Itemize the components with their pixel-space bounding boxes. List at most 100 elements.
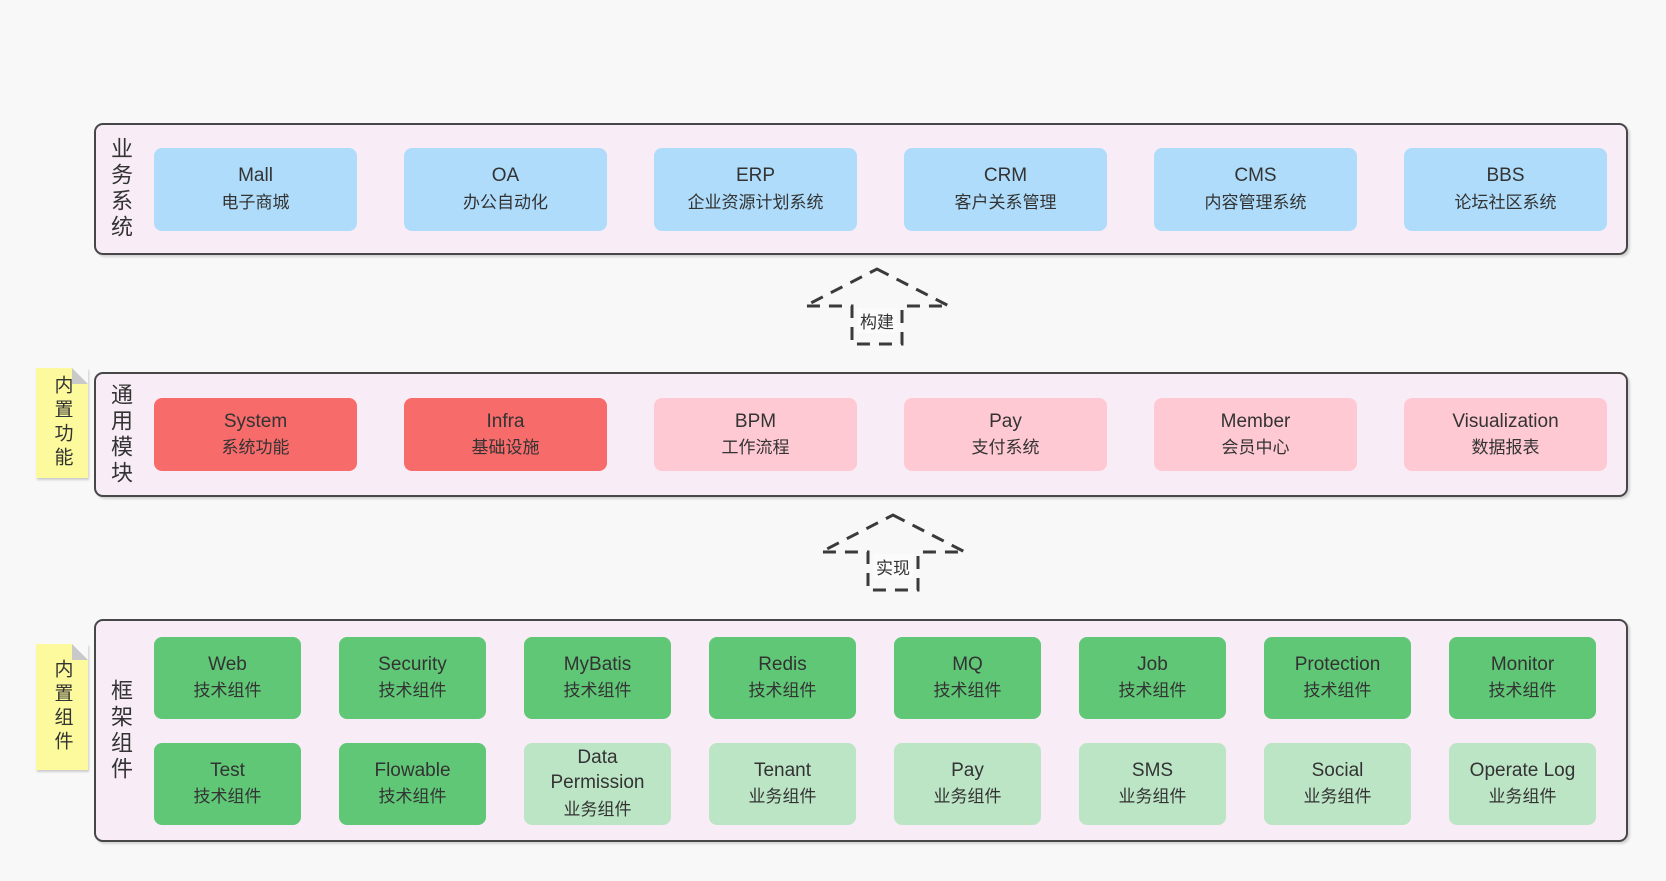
box-subtitle: 基础设施	[471, 438, 540, 458]
framework-components-box-grid: Web 技术组件 Security 技术组件 MyBatis 技术组件 Redi…	[154, 636, 1596, 825]
band-label-framework-components: 框架组件	[108, 678, 133, 783]
box-title: Security	[378, 653, 447, 675]
box-monitor: Monitor 技术组件	[1449, 636, 1596, 719]
box-title: CMS	[1234, 165, 1277, 187]
box-redis: Redis 技术组件	[709, 636, 856, 719]
box-subtitle: 技术组件	[1303, 681, 1372, 701]
band-common-modules: 通用模块 System 系统功能 Infra 基础设施 BPM 工作流程 Pay…	[94, 372, 1628, 497]
box-subtitle: 技术组件	[1118, 681, 1187, 701]
sticky-note-built-in-components: 内置组件	[36, 644, 88, 770]
box-subtitle: 业务组件	[563, 799, 632, 819]
box-title: BBS	[1486, 165, 1525, 187]
up-arrow-icon	[820, 513, 966, 592]
box-title: Pay	[989, 410, 1022, 432]
box-flowable: Flowable 技术组件	[339, 742, 486, 825]
box-oa: OA 办公自动化	[404, 147, 607, 231]
box-title: BPM	[734, 410, 777, 432]
box-bbs: BBS 论坛社区系统	[1404, 147, 1607, 231]
band-framework-components: 框架组件 Web 技术组件 Security 技术组件 MyBatis 技术组件…	[94, 619, 1628, 842]
box-subtitle: 论坛社区系统	[1454, 192, 1557, 212]
box-title: OA	[491, 165, 520, 187]
box-title: Redis	[758, 653, 807, 675]
box-title: Flowable	[374, 759, 451, 781]
box-subtitle: 办公自动化	[463, 192, 548, 212]
arrow-implement-label: 实现	[873, 554, 913, 579]
box-job: Job 技术组件	[1079, 636, 1226, 719]
box-system: System 系统功能	[154, 398, 357, 471]
box-test: Test 技术组件	[154, 742, 301, 825]
sticky-note-built-in-features: 内置功能	[36, 368, 88, 478]
box-cms: CMS 内容管理系统	[1154, 147, 1357, 231]
box-subtitle: 支付系统	[971, 438, 1040, 458]
box-tenant: Tenant 业务组件	[709, 742, 856, 825]
box-subtitle: 技术组件	[933, 681, 1002, 701]
box-title: System	[223, 410, 288, 432]
band-business-systems: 业务系统 Mall 电子商城 OA 办公自动化 ERP 企业资源计划系统 CRM…	[94, 123, 1628, 255]
band-label-common-modules: 通用模块	[108, 382, 133, 487]
box-subtitle: 技术组件	[748, 681, 817, 701]
box-pay-component: Pay 业务组件	[894, 742, 1041, 825]
box-subtitle: 工作流程	[721, 438, 790, 458]
box-subtitle: 电子商城	[221, 192, 290, 212]
box-subtitle: 企业资源计划系统	[687, 192, 824, 212]
box-subtitle: 技术组件	[378, 681, 447, 701]
arrow-implement: 实现	[818, 512, 968, 594]
box-subtitle: 技术组件	[1488, 681, 1557, 701]
box-social: Social 业务组件	[1264, 742, 1411, 825]
box-title: Social	[1311, 759, 1364, 781]
box-title: Operate Log	[1469, 759, 1576, 781]
box-subtitle: 业务组件	[1118, 787, 1187, 807]
box-subtitle: 技术组件	[193, 787, 262, 807]
box-subtitle: 客户关系管理	[954, 192, 1057, 212]
box-subtitle: 技术组件	[378, 787, 447, 807]
box-subtitle: 技术组件	[563, 681, 632, 701]
box-subtitle: 业务组件	[933, 787, 1002, 807]
box-title: Visualization	[1452, 410, 1559, 432]
box-title: Data Permission	[550, 747, 645, 793]
box-subtitle: 业务组件	[1488, 787, 1557, 807]
box-visualization: Visualization 数据报表	[1404, 398, 1607, 471]
box-title: Monitor	[1490, 653, 1555, 675]
common-modules-box-row: System 系统功能 Infra 基础设施 BPM 工作流程 Pay 支付系统…	[154, 398, 1607, 471]
box-operate-log: Operate Log 业务组件	[1449, 742, 1596, 825]
box-erp: ERP 企业资源计划系统	[654, 147, 857, 231]
box-title: MyBatis	[563, 653, 632, 675]
box-title: ERP	[735, 165, 776, 187]
box-web: Web 技术组件	[154, 636, 301, 719]
box-sms: SMS 业务组件	[1079, 742, 1226, 825]
box-subtitle: 技术组件	[193, 681, 262, 701]
box-mq: MQ 技术组件	[894, 636, 1041, 719]
box-subtitle: 业务组件	[748, 787, 817, 807]
box-title: Mall	[238, 165, 273, 187]
box-title: Tenant	[753, 759, 812, 781]
box-subtitle: 数据报表	[1471, 438, 1540, 458]
box-subtitle: 会员中心	[1221, 438, 1290, 458]
box-bpm: BPM 工作流程	[654, 398, 857, 471]
box-member: Member 会员中心	[1154, 398, 1357, 471]
box-mall: Mall 电子商城	[154, 147, 357, 231]
box-title: MQ	[952, 653, 983, 675]
box-title: Web	[208, 653, 247, 675]
box-title: Test	[210, 759, 245, 781]
box-title: Protection	[1294, 653, 1381, 675]
box-subtitle: 业务组件	[1303, 787, 1372, 807]
band-label-business-systems: 业务系统	[108, 137, 133, 241]
box-protection: Protection 技术组件	[1264, 636, 1411, 719]
box-title: Member	[1220, 410, 1291, 432]
box-title: Pay	[951, 759, 984, 781]
arrow-build-label: 构建	[857, 308, 897, 333]
arrow-build: 构建	[802, 266, 952, 348]
box-subtitle: 内容管理系统	[1204, 192, 1307, 212]
sticky-note-text: 内置功能	[51, 375, 73, 471]
box-title: SMS	[1131, 759, 1174, 781]
box-data-permission: Data Permission 业务组件	[524, 742, 671, 825]
box-subtitle: 系统功能	[221, 438, 290, 458]
box-mybatis: MyBatis 技术组件	[524, 636, 671, 719]
sticky-note-text: 内置组件	[51, 659, 73, 755]
box-title: Job	[1137, 653, 1168, 675]
box-infra: Infra 基础设施	[404, 398, 607, 471]
box-crm: CRM 客户关系管理	[904, 147, 1107, 231]
box-title: Infra	[486, 410, 525, 432]
box-pay-system: Pay 支付系统	[904, 398, 1107, 471]
